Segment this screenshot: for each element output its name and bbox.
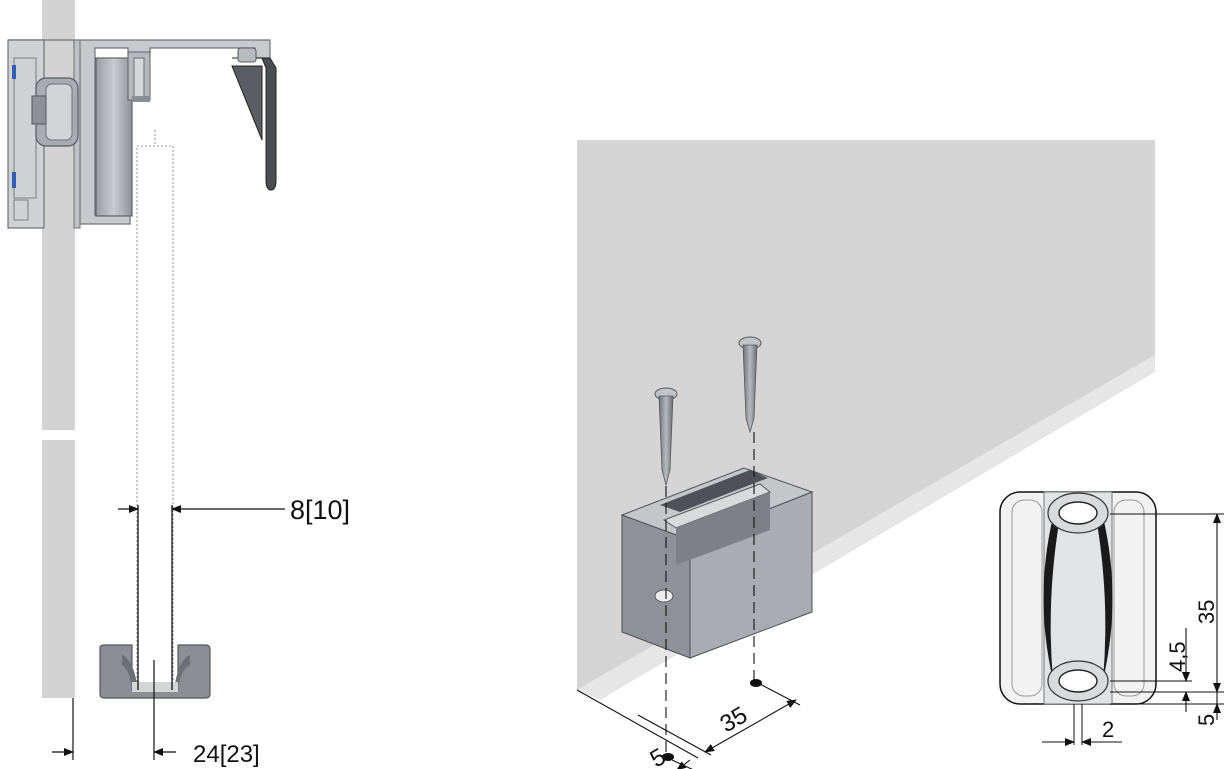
- wall-panel-upper: [42, 0, 75, 430]
- top-view: 35 4,5 5 2: [999, 491, 1224, 746]
- dimension-glass-thickness: 8[10]: [118, 495, 350, 525]
- seal-left: [1043, 517, 1060, 680]
- dimension-hole-pitch: 4,5: [1165, 628, 1190, 712]
- screw-hole-top: [1047, 492, 1109, 534]
- seal-right: [1096, 517, 1113, 680]
- pin-right: [738, 336, 762, 434]
- dimension-label-offset-width: 24[23]: [193, 741, 260, 768]
- dimension-label-guide-height: 35: [1194, 600, 1219, 624]
- dimension-edge-offset: 5: [576, 689, 712, 769]
- dimension-label-spacing: 35: [716, 701, 753, 738]
- dimension-label-hole-width: 2: [1102, 717, 1114, 742]
- isometric-view: 5 35: [576, 140, 1155, 769]
- wall-bracket: [231, 47, 277, 191]
- wall-panel-lower: [42, 440, 75, 698]
- drill-mark-left: [662, 753, 674, 761]
- floor-guide-section: [99, 505, 211, 699]
- dimension-edge-margin: 5: [1194, 692, 1221, 726]
- dimension-spacing: 35: [704, 682, 801, 753]
- dimension-hole-width: 2: [1042, 717, 1122, 746]
- dimension-offset-width: 24[23]: [52, 660, 260, 768]
- screw-hole-bottom: [1047, 660, 1109, 702]
- floor-guide-block: [620, 467, 814, 659]
- hanger-plate: [95, 51, 151, 217]
- dimension-label-glass-thickness: 8[10]: [290, 495, 350, 525]
- section-view: 8[10] 24[23]: [7, 0, 350, 768]
- drill-mark-right: [750, 679, 762, 687]
- roller-wheel: [31, 77, 79, 147]
- dimension-guide-height: 35: [1194, 513, 1221, 693]
- dimension-label-edge-margin: 5: [1194, 714, 1219, 726]
- pin-left: [654, 387, 678, 487]
- dimension-label-hole-pitch: 4,5: [1165, 641, 1190, 672]
- glass-door-outline: [136, 130, 174, 687]
